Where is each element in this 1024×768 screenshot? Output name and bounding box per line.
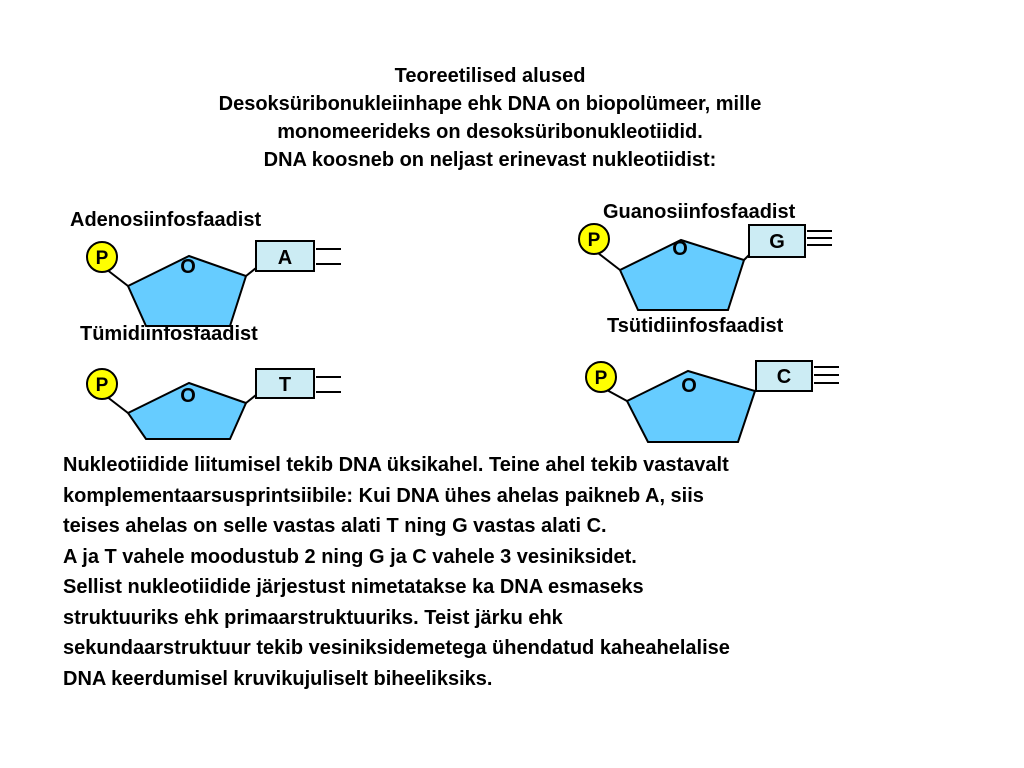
sugar-label: O [672, 238, 688, 260]
phosphate-label: P [588, 230, 601, 251]
phosphate-label: P [595, 368, 608, 389]
body-line-2: komplementaarsusprintsiibile: Kui DNA üh… [63, 484, 704, 507]
base-label: T [279, 374, 291, 396]
title-line-4: DNA koosneb on neljast erinevast nukleot… [263, 149, 717, 171]
base-box [755, 360, 813, 392]
base-box [748, 224, 806, 258]
phosphate-label: P [96, 375, 109, 396]
body-line-6: struktuuriks ehk primaarstruktuuriks. Te… [63, 606, 563, 629]
title-line-2: Desoksüribonukleiinhape ehk DNA on biopo… [218, 93, 762, 115]
sugar-label: O [180, 256, 196, 278]
title-line-1: Teoreetilised alused [394, 65, 586, 87]
phosphate-circle [86, 241, 118, 273]
base-label: A [278, 247, 292, 269]
nucleotide-guanosine-diagram: P O G [578, 223, 832, 311]
title-block: Teoreetilised alused Desoksüribonukleiin… [0, 62, 980, 174]
phosphate-circle [86, 368, 118, 400]
nucleotide-adenosine: P O A [84, 238, 344, 348]
label-adenosine: Adenosiinfosfaadist [70, 209, 262, 231]
sugar-label: O [180, 385, 196, 407]
nucleotide-cytidine-diagram: P O C [585, 360, 839, 443]
sugar-pentagon [126, 254, 248, 327]
sugar-pentagon [126, 381, 248, 440]
phosphate-label: P [96, 248, 109, 269]
sugar-label: O [681, 375, 697, 397]
body-line-7: sekundaarstruktuur tekib vesiniksidemete… [63, 637, 730, 659]
sugar-pentagon [618, 238, 746, 311]
phosphate-circle [585, 361, 617, 393]
body-line-4: A ja T vahele moodustub 2 ning G ja C va… [63, 545, 637, 568]
title-line-3: monomeerideks on desoksüribonukleotiidid… [277, 121, 703, 143]
explanation-text: Nukleotiidide liitumisel tekib DNA üksik… [63, 450, 963, 694]
label-guanosine: Guanosiinfosfaadist [603, 201, 796, 223]
body-line-3: teises ahelas on selle vastas alati T ni… [63, 515, 607, 537]
body-line-8: DNA keerdumisel kruvikujuliselt biheelik… [63, 667, 493, 690]
label-cytidine: Tsütidiinfosfaadist [607, 315, 784, 337]
sugar-pentagon [625, 369, 757, 443]
phosphate-circle [578, 223, 610, 255]
base-box [255, 240, 315, 272]
nucleotide-thymidine: P O T [84, 365, 344, 475]
nucleotide-adenosine-diagram: P O A [86, 240, 341, 327]
nucleotide-cytidine: P O C [583, 358, 843, 468]
label-thymidine: Tümidiinfosfaadist [80, 323, 258, 345]
nucleotide-guanosine: P O G [576, 222, 836, 332]
body-line-1: Nukleotiidide liitumisel tekib DNA üksik… [63, 454, 729, 476]
body-line-5: Sellist nukleotiidide järjestust nimetat… [63, 576, 644, 598]
nucleotide-thymidine-diagram: P O T [86, 368, 341, 440]
base-label: C [777, 366, 791, 388]
base-box [255, 368, 315, 399]
base-label: G [769, 231, 785, 253]
